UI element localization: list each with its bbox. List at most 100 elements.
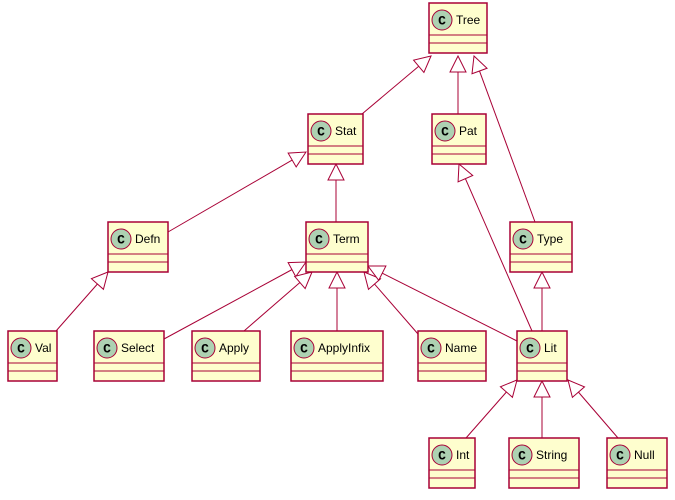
class-name: Null xyxy=(634,448,655,462)
svg-text:C: C xyxy=(438,449,446,464)
inheritance-edge-string-lit xyxy=(533,379,551,438)
edge-line xyxy=(374,283,419,335)
inheritance-edge-apply-term xyxy=(243,271,313,332)
edge-line xyxy=(243,282,301,332)
class-badge-icon: C xyxy=(420,337,442,359)
inheritance-arrowhead xyxy=(533,379,551,398)
edge-line xyxy=(578,391,619,439)
inheritance-edge-lit-term xyxy=(367,265,518,342)
svg-text:C: C xyxy=(518,449,526,464)
class-badge-icon: C xyxy=(431,9,453,31)
inheritance-arrowhead xyxy=(533,270,551,289)
class-node-type[interactable]: C Type xyxy=(509,221,573,273)
class-badge-icon: C xyxy=(110,228,132,250)
inheritance-edge-stat-tree xyxy=(361,55,432,115)
svg-text:C: C xyxy=(438,14,446,29)
inheritance-arrowhead xyxy=(293,271,313,290)
inheritance-edge-lit-pat xyxy=(457,162,533,332)
edge-line xyxy=(361,65,420,115)
class-badge-icon: C xyxy=(512,228,534,250)
class-name: Lit xyxy=(544,341,557,355)
svg-text:C: C xyxy=(201,342,209,357)
inheritance-arrowhead xyxy=(363,271,382,291)
class-badge-icon: C xyxy=(434,120,456,142)
edge-line xyxy=(465,391,507,439)
class-badge-icon: C xyxy=(609,444,631,466)
svg-text:C: C xyxy=(103,342,111,357)
class-badge-icon: C xyxy=(519,337,541,359)
class-name: String xyxy=(536,448,567,462)
inheritance-arrowhead xyxy=(287,151,307,168)
class-node-string[interactable]: C String xyxy=(508,437,580,489)
inheritance-arrowhead xyxy=(328,270,346,289)
class-node-tree[interactable]: C Tree xyxy=(428,2,488,54)
class-name: Select xyxy=(121,341,155,355)
svg-text:C: C xyxy=(441,125,449,140)
inheritance-arrowhead xyxy=(287,261,307,278)
class-badge-icon: C xyxy=(194,337,216,359)
class-node-int[interactable]: C Int xyxy=(428,437,476,489)
class-badge-icon: C xyxy=(308,228,330,250)
inheritance-edge-null-lit xyxy=(567,379,619,439)
inheritance-edge-lit-type xyxy=(533,270,551,331)
class-name: Tree xyxy=(456,13,481,27)
inheritance-arrowhead xyxy=(499,379,518,399)
inheritance-edge-pat-tree xyxy=(449,54,467,114)
inheritance-edges xyxy=(55,54,619,439)
edge-line xyxy=(464,178,533,332)
class-badge-icon: C xyxy=(10,337,32,359)
class-node-lit[interactable]: C Lit xyxy=(516,330,568,382)
class-name: Int xyxy=(456,448,470,462)
inheritance-edge-applyinfix-term xyxy=(328,270,346,331)
inheritance-arrowhead xyxy=(567,379,586,399)
inheritance-edge-select-term xyxy=(163,261,307,340)
inheritance-arrowhead xyxy=(367,265,387,282)
edge-line xyxy=(163,269,293,340)
inheritance-arrowhead xyxy=(457,162,474,183)
svg-text:C: C xyxy=(616,449,624,464)
inheritance-arrowhead xyxy=(449,54,467,73)
class-badge-icon: C xyxy=(96,337,118,359)
class-name: Pat xyxy=(459,124,478,138)
inheritance-edge-val-defn xyxy=(55,271,109,332)
class-name: Defn xyxy=(135,232,160,246)
edge-line xyxy=(167,159,293,233)
class-badge-icon: C xyxy=(431,444,453,466)
class-name: Stat xyxy=(335,124,357,138)
class-name: ApplyInfix xyxy=(318,341,370,355)
inheritance-edge-name-term xyxy=(363,271,419,335)
svg-text:C: C xyxy=(17,342,25,357)
class-badge-icon: C xyxy=(511,444,533,466)
svg-text:C: C xyxy=(315,233,323,248)
edge-line xyxy=(55,283,98,332)
inheritance-edge-term-stat xyxy=(327,162,345,222)
inheritance-edge-type-tree xyxy=(471,54,536,223)
class-node-null[interactable]: C Null xyxy=(606,437,668,489)
class-node-apply[interactable]: C Apply xyxy=(191,330,261,382)
class-name: Name xyxy=(445,341,477,355)
class-name: Val xyxy=(35,341,51,355)
inheritance-edge-defn-stat xyxy=(167,151,307,233)
class-node-applyinfix[interactable]: C ApplyInfix xyxy=(290,330,384,382)
class-node-select[interactable]: C Select xyxy=(93,330,165,382)
edge-line xyxy=(382,272,518,342)
inheritance-arrowhead xyxy=(412,55,432,74)
svg-text:C: C xyxy=(519,233,527,248)
class-node-defn[interactable]: C Defn xyxy=(107,221,169,273)
svg-text:C: C xyxy=(526,342,534,357)
inheritance-arrowhead xyxy=(471,54,488,75)
svg-text:C: C xyxy=(117,233,125,248)
inheritance-arrowhead xyxy=(90,271,109,291)
class-node-stat[interactable]: C Stat xyxy=(307,113,364,165)
svg-text:C: C xyxy=(317,125,325,140)
class-name: Type xyxy=(537,232,563,246)
class-badge-icon: C xyxy=(310,120,332,142)
class-node-pat[interactable]: C Pat xyxy=(431,113,487,165)
class-node-val[interactable]: C Val xyxy=(7,330,58,382)
class-name: Apply xyxy=(219,341,249,355)
svg-text:C: C xyxy=(300,342,308,357)
